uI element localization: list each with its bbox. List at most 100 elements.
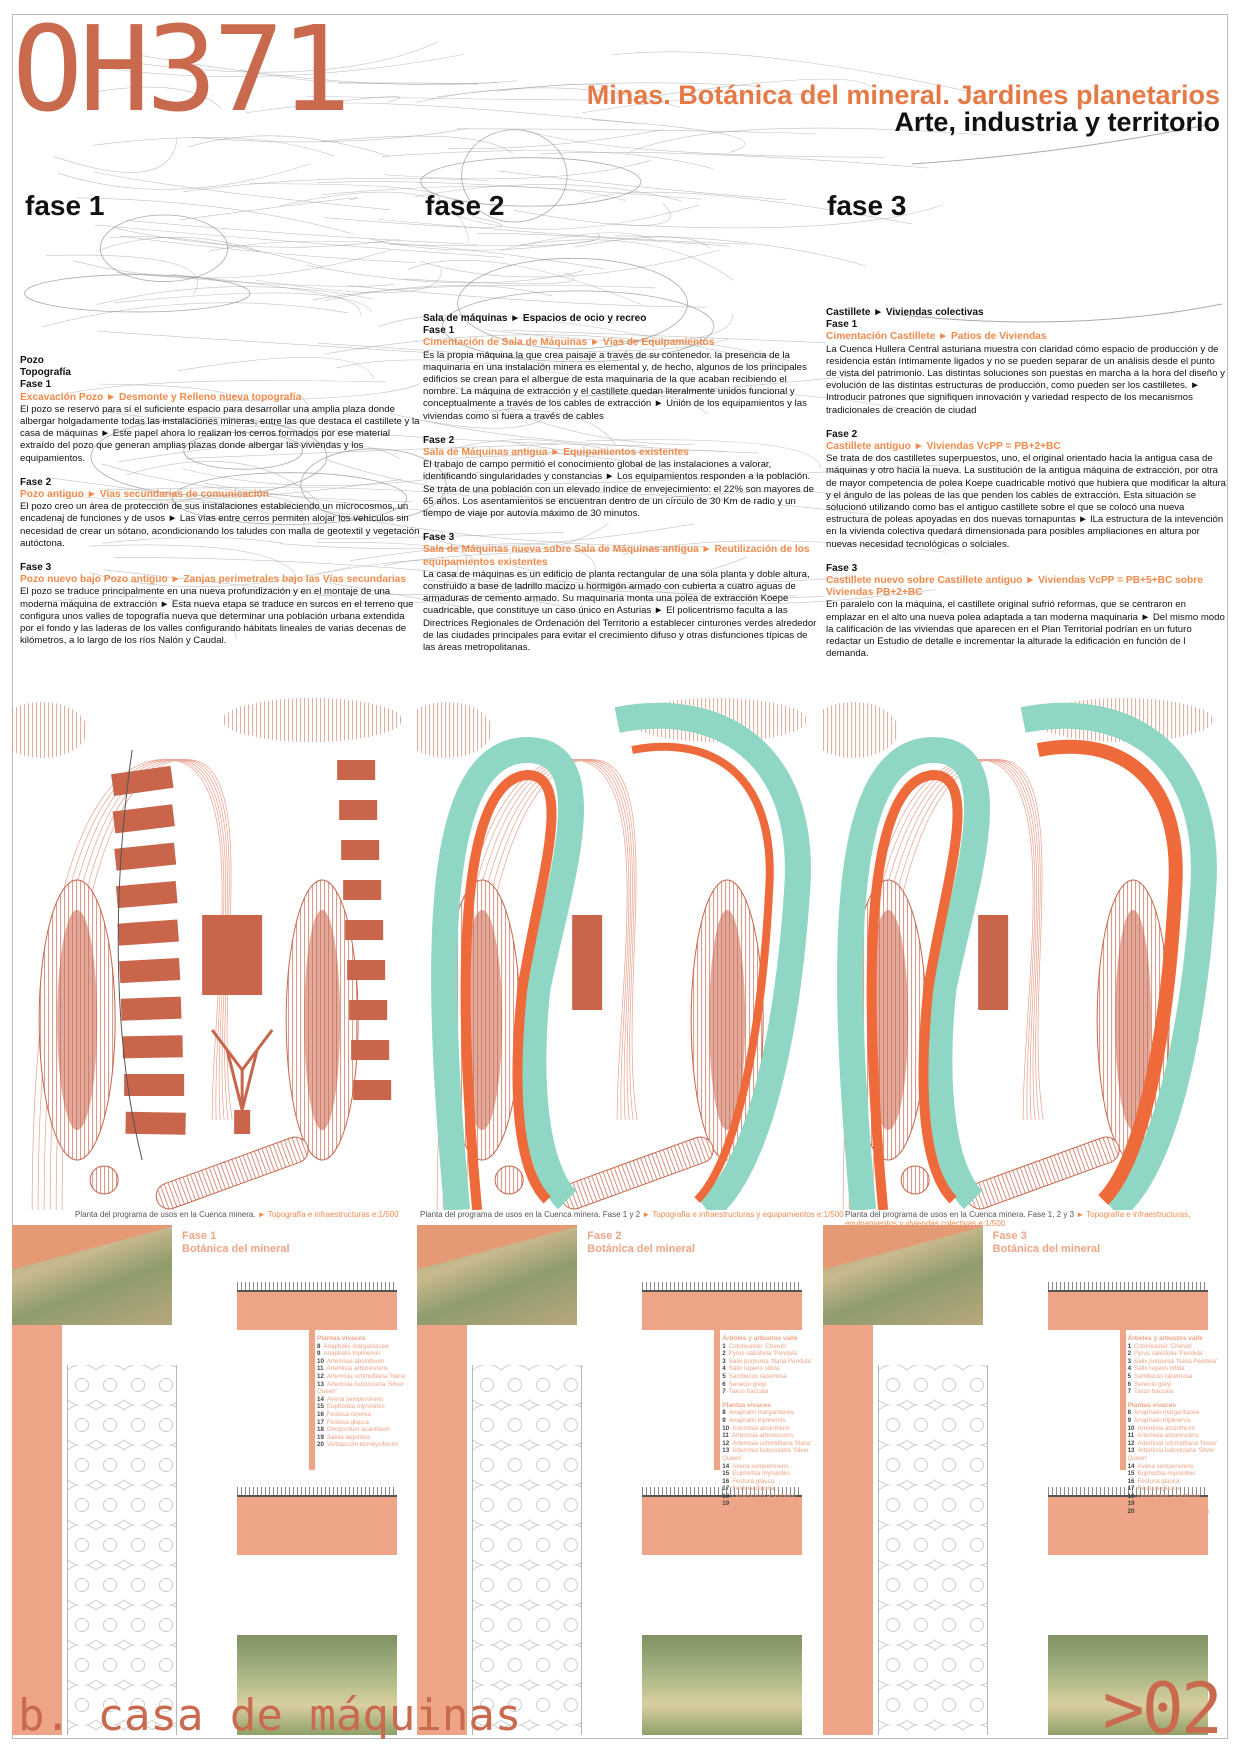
sketch-line <box>58 380 386 396</box>
plant-number: 18 <box>317 1426 324 1434</box>
phase-body: La casa de máquinas es un edificio de pl… <box>423 568 817 654</box>
sketch-line <box>611 51 981 95</box>
sketch-contour <box>442 290 715 363</box>
sketch-line <box>279 523 694 550</box>
sketch-line <box>319 135 513 154</box>
sketch-line <box>118 441 400 463</box>
sketch-line <box>403 272 575 285</box>
sketch-contour <box>171 472 408 525</box>
sketch-line <box>320 185 626 201</box>
sketch-line <box>428 579 798 597</box>
text-column-sala-maquinas: Sala de máquinas ► Espacios de ocio y re… <box>423 313 820 666</box>
sketch-line <box>503 409 695 445</box>
plant-name: Verbascum bombyciferum <box>326 1441 399 1449</box>
list-bar <box>1119 1330 1126 1470</box>
plan-caption: Planta del programa de usos en la Cuenca… <box>75 1210 399 1219</box>
sketch-line <box>324 334 665 355</box>
plant-list-heading: Árboles y arbustos valle <box>722 1335 798 1342</box>
plant-number: 20 <box>1127 1508 1135 1516</box>
sketch-line <box>122 41 439 73</box>
fase-heading: fase 1 <box>25 190 105 221</box>
housing-block <box>124 1074 185 1096</box>
poster-title: Minas. Botánica del mineral. Jardines pl… <box>586 80 1220 110</box>
housing-block <box>125 1111 186 1135</box>
plan-fase-3 <box>822 690 1228 1210</box>
hill-core <box>57 910 98 1130</box>
plant-number: 10 <box>722 1424 730 1432</box>
sketch-line <box>323 285 552 302</box>
caption-accent: ► Topografía e infraestructuras y equipa… <box>642 1210 844 1219</box>
plant-number: 18 <box>722 1492 730 1500</box>
plant-number: 8 <box>1127 1409 1132 1417</box>
plant-name: Festuca glauca <box>1137 1477 1180 1485</box>
phase-subtitle: Excavación Pozo ► Desmonte y Relleno nue… <box>20 391 302 403</box>
sketch-line <box>312 102 637 124</box>
plant-number: 13 <box>317 1380 324 1388</box>
plant-name: Cotoneaster 'Cherub' <box>1134 1342 1193 1350</box>
meadow-photo <box>642 1635 803 1735</box>
sketch-line <box>204 483 603 517</box>
sketch-line <box>317 559 459 589</box>
vegetation-profile <box>237 1282 397 1292</box>
fase-heading: fase 2 <box>425 190 505 221</box>
plant-name: Anaphalis margaritacea <box>323 1342 389 1350</box>
vegetation-profile <box>1047 1282 1208 1292</box>
sketch-line <box>350 543 596 574</box>
orange-road <box>866 769 963 1210</box>
plant-list-heading: Plantas vivaces <box>1127 1401 1177 1409</box>
column-heading: Topografía <box>20 367 71 379</box>
sketch-line <box>476 232 730 247</box>
sketch-line <box>453 373 872 397</box>
sketch-line <box>621 490 837 505</box>
sketch-line <box>280 191 470 243</box>
terrain-photo <box>822 1225 983 1325</box>
mound <box>89 1165 119 1195</box>
sketch-line <box>92 137 334 157</box>
phase-label: Fase 1 <box>423 325 455 337</box>
housing-block <box>345 920 384 940</box>
plant-name: Festuca cinerea <box>326 1410 371 1418</box>
sketch-line <box>317 593 587 618</box>
sketch-line <box>312 284 656 301</box>
sketch-line <box>323 581 475 613</box>
plant-name: Avena sempervirens <box>1137 1462 1194 1470</box>
plant-number: 17 <box>317 1418 324 1426</box>
sketch-line <box>891 303 1223 323</box>
plant-name: Artemisia arborescens <box>326 1365 389 1373</box>
plant-name: Salvia argentea <box>326 1433 370 1441</box>
project-code: OH371 <box>12 0 351 138</box>
plant-name: Artemisia absinthium <box>1137 1424 1195 1432</box>
caption-text: Planta del programa de usos en la Cuenca… <box>75 1210 256 1219</box>
phase-subtitle: Castillete antiguo ► Viviendas VcPP = PB… <box>826 441 1061 453</box>
sketch-line <box>445 204 699 230</box>
plant-name: Pyrus salicifolia 'Pendula' <box>728 1350 799 1358</box>
mound <box>155 1136 309 1210</box>
sketch-line <box>407 260 642 305</box>
casa-de-maquinas <box>977 915 1008 1010</box>
poster-frame <box>12 14 1228 1739</box>
plant-name: Euphorbia myrsinites <box>732 1470 790 1478</box>
sketch-line <box>383 159 652 180</box>
plant-number: 6 <box>722 1380 726 1388</box>
sketch-line <box>186 443 559 459</box>
soil-section <box>237 1282 397 1330</box>
phase-subtitle: Sala de Máquinas nueva sobre Sala de Máq… <box>423 544 810 568</box>
plant-name: Artemisia absinthium <box>326 1357 385 1365</box>
soil-section <box>642 1487 803 1555</box>
sketch-line <box>245 96 400 113</box>
sketch-line <box>42 302 349 328</box>
